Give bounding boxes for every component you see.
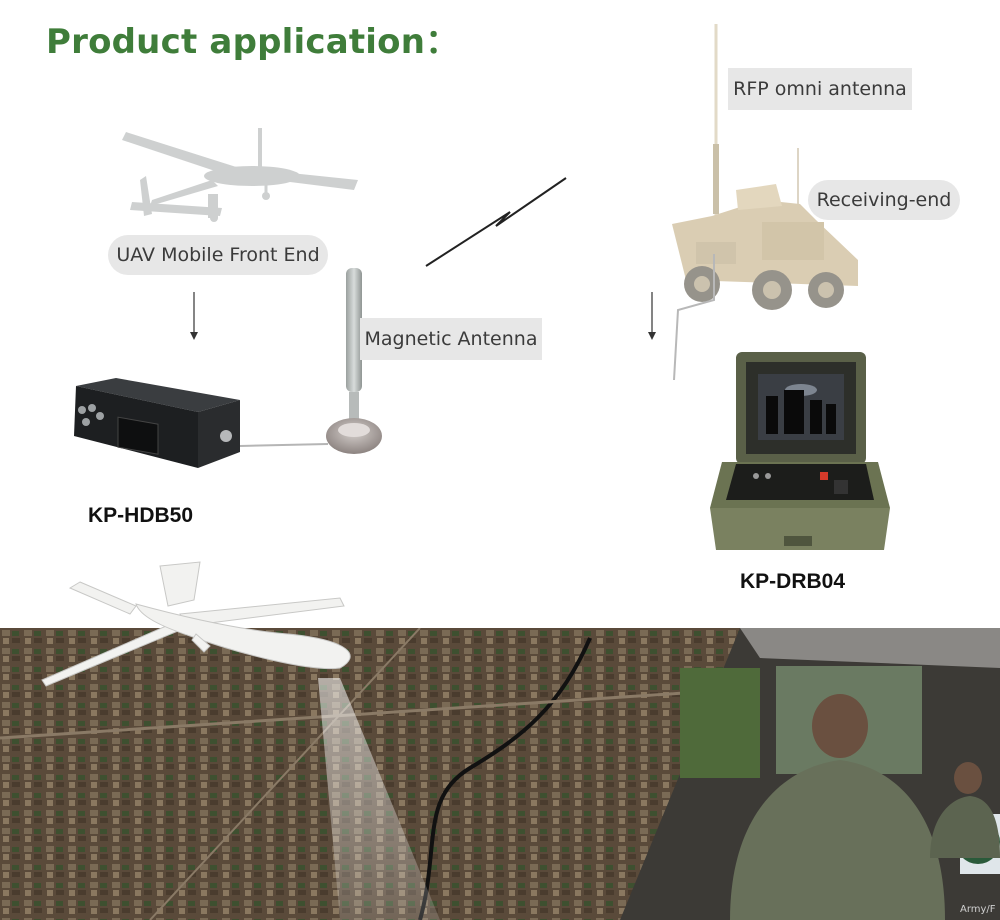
armored-vehicle-icon bbox=[666, 24, 872, 384]
radio-link-icon bbox=[424, 176, 570, 270]
magnetic-antenna-icon bbox=[318, 264, 390, 460]
uav-icon bbox=[122, 120, 362, 230]
receiver-model-name: KP-DRB04 bbox=[740, 570, 846, 593]
rfp-omni-antenna-label: RFP omni antenna bbox=[728, 68, 912, 110]
down-arrow-icon bbox=[646, 292, 658, 342]
receiving-end-label: Receiving-end bbox=[808, 180, 960, 220]
down-arrow-icon bbox=[188, 292, 200, 342]
receiver-case-icon bbox=[706, 350, 892, 556]
magnetic-antenna-label: Magnetic Antenna bbox=[360, 318, 542, 360]
aerial-map-photo bbox=[0, 628, 1000, 920]
antenna-cable bbox=[240, 438, 330, 454]
transmitter-box-icon bbox=[66, 372, 246, 476]
drone-icon bbox=[40, 560, 360, 700]
page-title: Product application： bbox=[46, 22, 460, 62]
transmitter-model-name: KP-HDB50 bbox=[88, 504, 194, 527]
photo-credit: Army/F bbox=[960, 904, 996, 915]
uav-front-end-label: UAV Mobile Front End bbox=[108, 235, 328, 275]
